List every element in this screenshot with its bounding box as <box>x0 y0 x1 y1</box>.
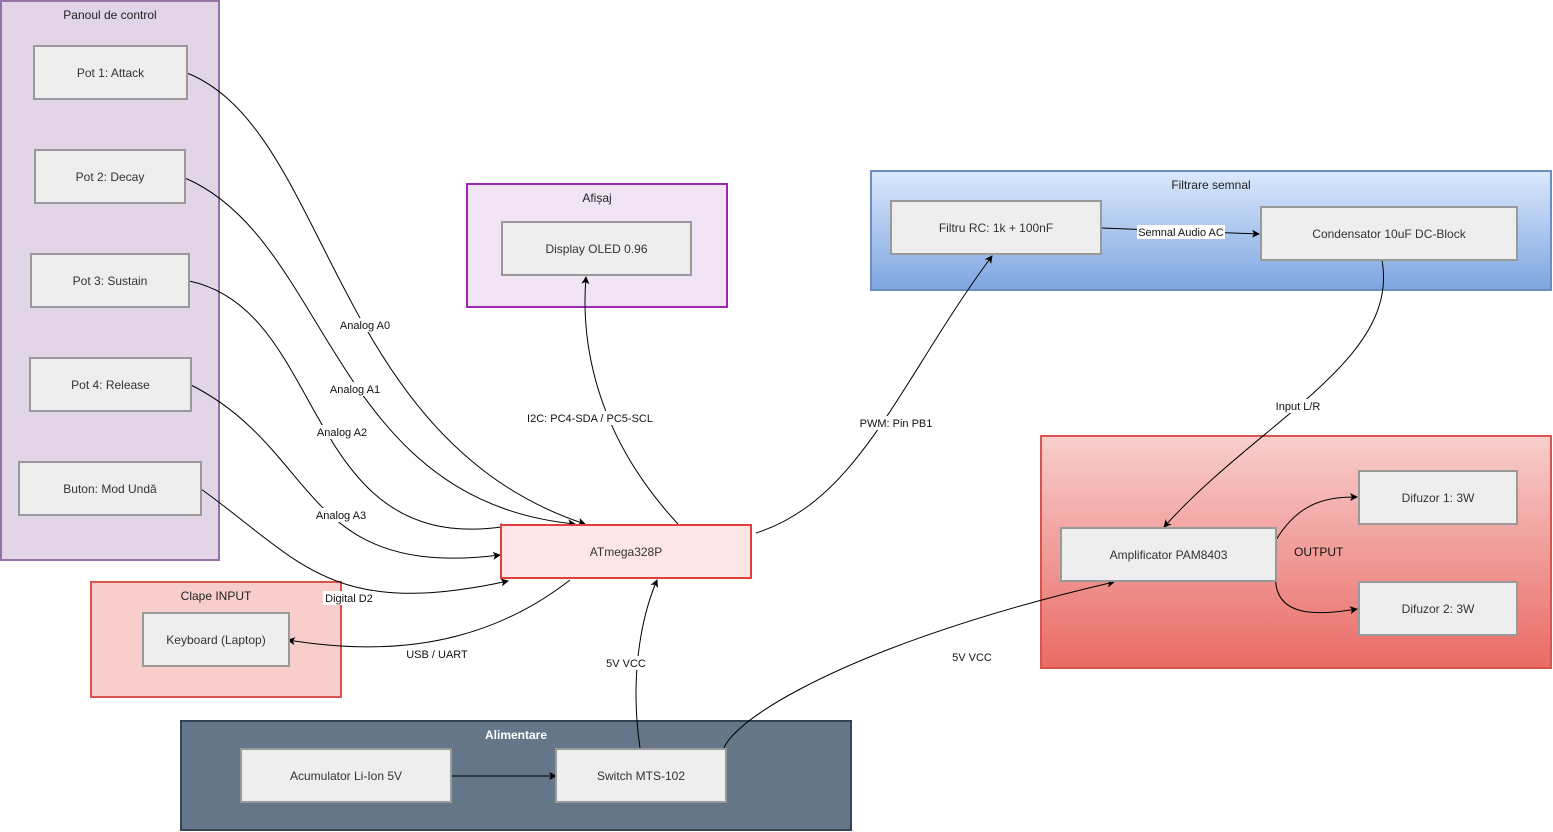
edge-pot4-mcu <box>190 384 501 560</box>
pot2-decay-node[interactable]: Pot 2: Decay <box>34 149 186 204</box>
label-analog-a3: Analog A3 <box>316 510 366 522</box>
control-panel-title: Panoul de control <box>63 8 157 22</box>
display-group-title: Afișaj <box>582 191 612 205</box>
edge-pot1-mcu <box>186 72 586 526</box>
battery-node[interactable]: Acumulator Li-Ion 5V <box>240 748 452 803</box>
pot1-attack-node[interactable]: Pot 1: Attack <box>33 45 188 100</box>
label-vcc-mcu: 5V VCC <box>606 658 646 670</box>
edge-pot2-mcu <box>184 177 576 528</box>
label-digital-d2: Digital D2 <box>325 593 373 605</box>
edge-amp-spk1 <box>1275 493 1358 541</box>
label-i2c: I2C: PC4-SDA / PC5-SCL <box>527 413 653 425</box>
label-audio-signal: Semnal Audio AC <box>1138 227 1224 239</box>
power-group-title: Alimentare <box>484 728 548 742</box>
filter-group-title: Filtrare semnal <box>1171 178 1251 192</box>
speaker-1-node[interactable]: Difuzor 1: 3W <box>1358 470 1518 525</box>
pot3-sustain-node[interactable]: Pot 3: Sustain <box>30 253 190 308</box>
edge-switch-amp <box>722 579 1115 762</box>
button-wave-mode-node[interactable]: Buton: Mod Undă <box>18 461 202 516</box>
label-usb-uart: USB / UART <box>406 649 468 661</box>
edge-switch-mcu <box>635 579 658 749</box>
label-vcc-amp: 5V VCC <box>952 652 992 664</box>
label-analog-a0: Analog A0 <box>340 320 390 332</box>
label-analog-a2: Analog A2 <box>317 427 367 439</box>
speaker-2-node[interactable]: Difuzor 2: 3W <box>1358 581 1518 636</box>
mcu-atmega328p-node[interactable]: ATmega328P <box>500 524 752 579</box>
label-input-lr: Input L/R <box>1276 401 1321 413</box>
oled-display-node[interactable]: Display OLED 0.96 <box>501 221 692 276</box>
keyboard-input-title: Clape INPUT <box>180 589 252 603</box>
rc-filter-node[interactable]: Filtru RC: 1k + 100nF <box>890 200 1102 255</box>
label-pwm: PWM: Pin PB1 <box>860 418 933 430</box>
amplifier-pam8403-node[interactable]: Amplificator PAM8403 <box>1060 527 1277 582</box>
edge-button-mcu <box>200 488 509 594</box>
label-analog-a1: Analog A1 <box>330 384 380 396</box>
power-switch-node[interactable]: Switch MTS-102 <box>555 748 727 803</box>
keyboard-laptop-node[interactable]: Keyboard (Laptop) <box>142 612 290 667</box>
edge-amp-spk2 <box>1275 569 1358 615</box>
edge-mcu-oled <box>581 276 679 525</box>
dc-block-capacitor-node[interactable]: Condensator 10uF DC-Block <box>1260 206 1518 261</box>
output-label: OUTPUT <box>1294 545 1344 559</box>
pot4-release-node[interactable]: Pot 4: Release <box>29 357 192 412</box>
edge-mcu-rc <box>755 255 993 534</box>
edge-cap-amp <box>1163 259 1385 528</box>
edge-mcu-keyboard <box>287 579 571 648</box>
